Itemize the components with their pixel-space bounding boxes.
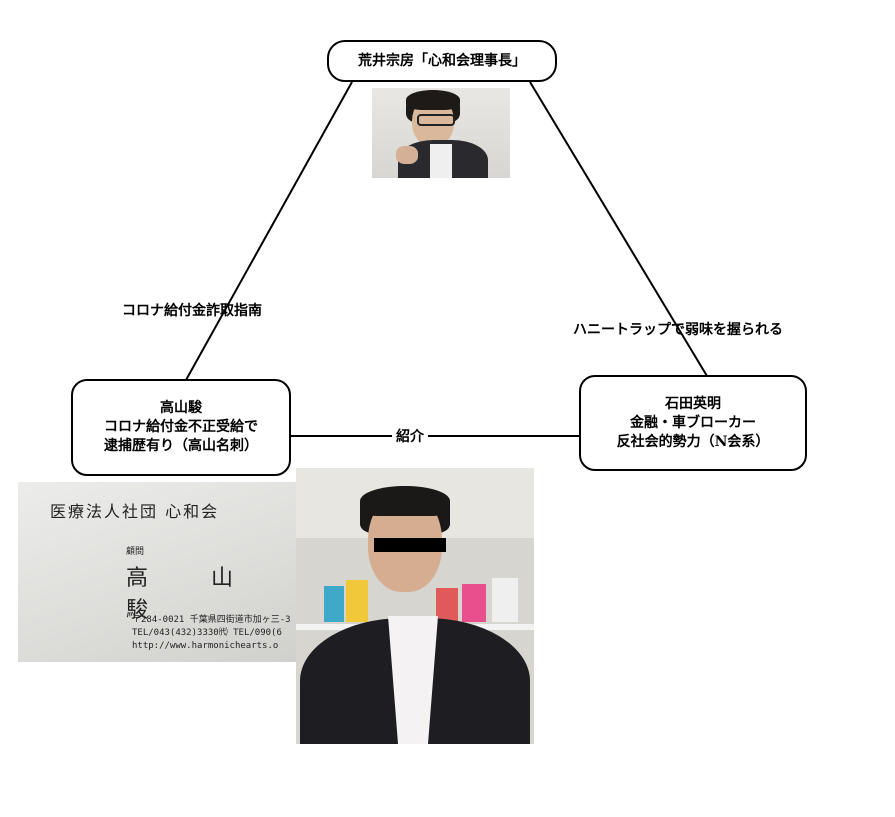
node-takayama-desc2: 逮捕歴有り（高山名刺）: [104, 438, 258, 454]
node-takayama: 高山駿 コロナ給付金不正受給で 逮捕歴有り（高山名刺）: [71, 379, 291, 476]
business-card: 医療法人社団 心和会 顧問 高 山 駿 〒284-0021 千葉県四街道市加ヶ三…: [18, 482, 318, 662]
card-address-line1: 〒284-0021 千葉県四街道市加ヶ三-3: [132, 615, 291, 625]
censor-bar: [374, 538, 446, 552]
node-takayama-desc1: コロナ給付金不正受給で: [104, 419, 258, 435]
node-arai: 荒井宗房「心和会理事長」: [327, 40, 557, 82]
node-ishida-desc2: 反社会的勢力（N会系）: [616, 433, 770, 450]
card-address: 〒284-0021 千葉県四街道市加ヶ三-3 TEL/043(432)3330㈹…: [132, 614, 291, 653]
node-takayama-name: 高山駿: [160, 400, 202, 416]
edge-label-left-right: 紹介: [392, 426, 428, 446]
card-address-line3: http://www.harmonichearts.o: [132, 641, 279, 651]
node-ishida-name: 石田英明: [665, 395, 721, 412]
edge-label-top-right: ハニートラップで弱味を握られる: [573, 322, 783, 338]
card-role: 顧問: [126, 547, 145, 557]
node-ishida-desc1: 金融・車ブローカー: [630, 414, 756, 431]
card-org: 医療法人社団 心和会: [50, 502, 220, 521]
edge-top-left: [185, 81, 353, 381]
card-address-line2: TEL/043(432)3330㈹ TEL/090(6: [132, 628, 282, 638]
edge-top-right: [529, 81, 708, 377]
photo-arai: [372, 88, 510, 178]
card-name: 高 山 駿: [126, 566, 261, 623]
node-ishida: 石田英明 金融・車ブローカー 反社会的勢力（N会系）: [579, 375, 807, 471]
node-arai-label: 荒井宗房「心和会理事長」: [358, 52, 526, 69]
photo-takayama: [296, 468, 534, 744]
edge-label-top-left: コロナ給付金詐取指南: [122, 303, 262, 319]
